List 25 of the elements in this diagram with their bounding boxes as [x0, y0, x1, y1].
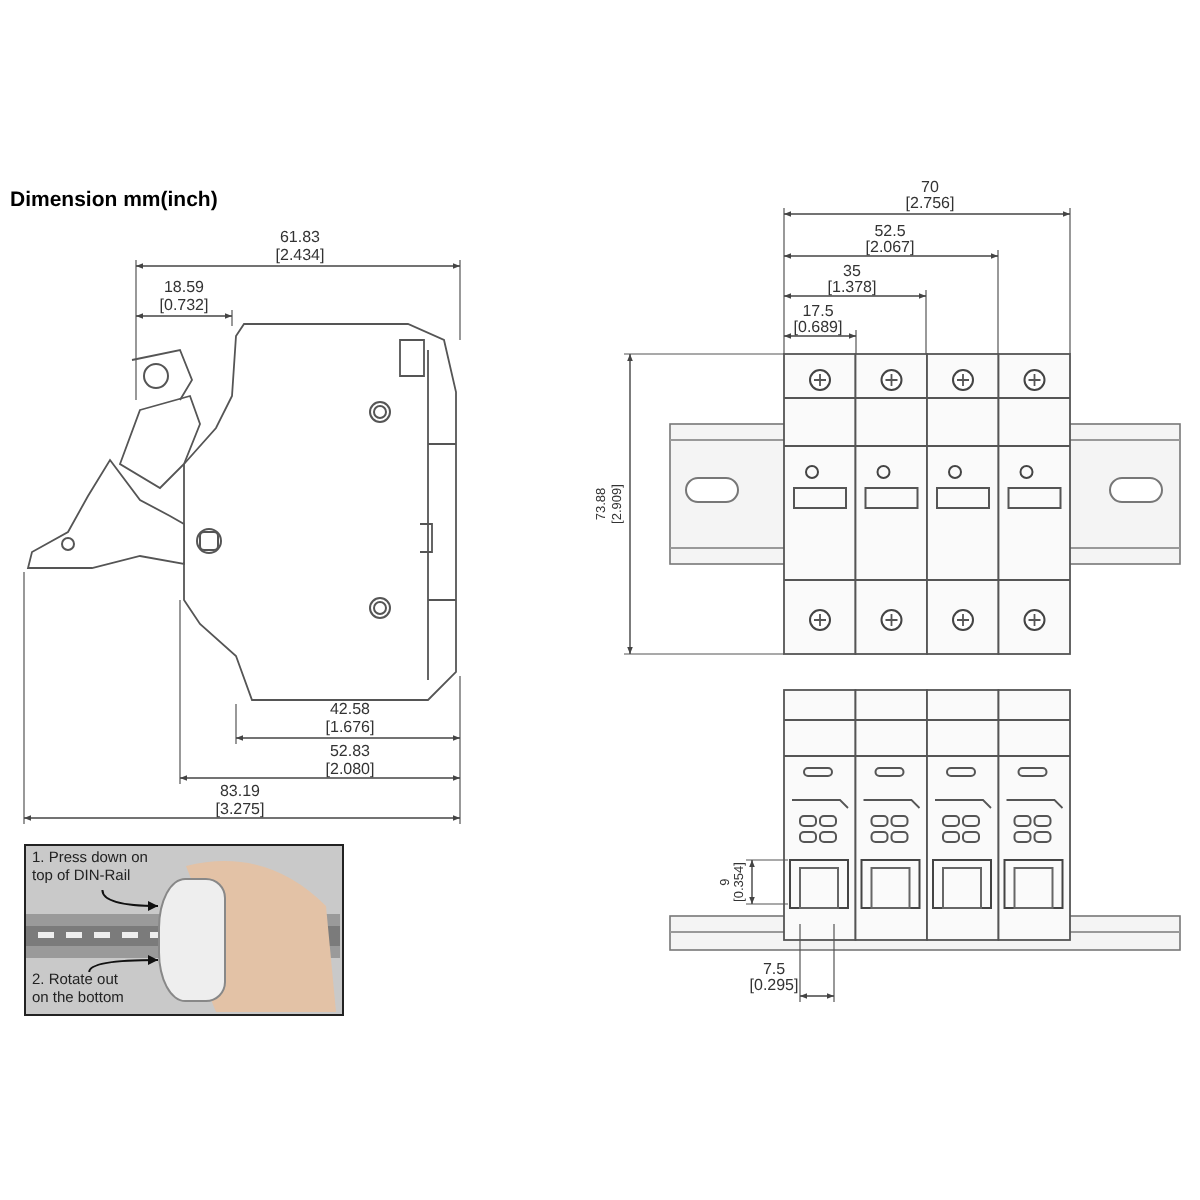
dimension-label: [2.434]	[275, 246, 325, 264]
dimension-label: [0.689]	[793, 318, 843, 336]
dimension-label: 42.58	[329, 700, 371, 718]
dimension-label: 7.5	[762, 960, 786, 978]
fuse-holder-box	[158, 878, 226, 1002]
leader-arrow	[88, 955, 159, 973]
dimension-label: [0.732]	[159, 296, 209, 314]
dimension-label: [2.080]	[325, 760, 375, 778]
dimension-label: [3.275]	[215, 800, 265, 818]
dimension-label: 83.19	[219, 782, 261, 800]
leader-arrow	[101, 889, 159, 911]
dimension-label: 17.5	[802, 302, 834, 320]
dimension-label: 18.59	[163, 278, 205, 296]
dimension-label: [2.067]	[865, 238, 915, 256]
title: Dimension mm(inch)	[10, 188, 218, 212]
dimension-label: [1.378]	[827, 278, 877, 296]
dimension-label: 61.83	[279, 228, 321, 246]
dimension-label: [1.676]	[325, 718, 375, 736]
dimension-label: 70	[921, 178, 939, 196]
dimension-label: [0.295]	[749, 976, 799, 994]
din-rail-photo	[24, 844, 344, 1016]
dimension-label: 52.83	[329, 742, 371, 760]
dimension-label: 52.5	[874, 222, 906, 240]
dimension-label: [2.756]	[905, 194, 955, 212]
dimension-label: 35	[843, 262, 861, 280]
